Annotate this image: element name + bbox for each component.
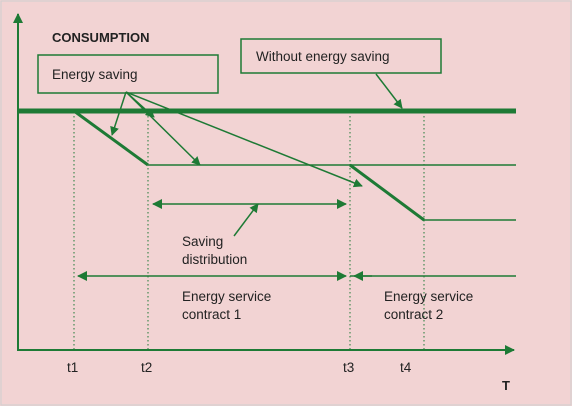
- contract-1-line1: Energy service: [182, 289, 271, 304]
- time-mark-t4: t4: [400, 360, 412, 375]
- y-axis-label: CONSUMPTION: [52, 30, 150, 45]
- time-mark-t1: t1: [67, 360, 78, 375]
- without-saving-label: Without energy saving: [256, 49, 390, 64]
- contract-2-line1: Energy service: [384, 289, 473, 304]
- x-axis-label: T: [502, 378, 510, 393]
- pointer-saving-distribution: [233, 203, 259, 237]
- saving-distribution-line2: distribution: [182, 252, 247, 267]
- saving-descent-1: [73, 109, 149, 167]
- saving-distribution-line1: Saving: [182, 234, 223, 249]
- pointer-arrows: [110, 73, 403, 237]
- contract-2-line2: contract 2: [384, 307, 443, 322]
- pointer-saving-4: [125, 91, 363, 188]
- energy-saving-box: [37, 54, 219, 94]
- contract-1-line2: contract 1: [182, 307, 241, 322]
- time-mark-t3: t3: [343, 360, 354, 375]
- pointer-without-saving: [375, 73, 403, 109]
- pointer-saving-2: [125, 91, 201, 166]
- energy-saving-label: Energy saving: [52, 67, 138, 82]
- time-mark-t2: t2: [141, 360, 152, 375]
- saving-descent-2: [349, 163, 425, 222]
- pointer-saving-1: [110, 91, 127, 136]
- without-saving-box: [240, 38, 442, 74]
- pointer-saving-3: [125, 91, 155, 118]
